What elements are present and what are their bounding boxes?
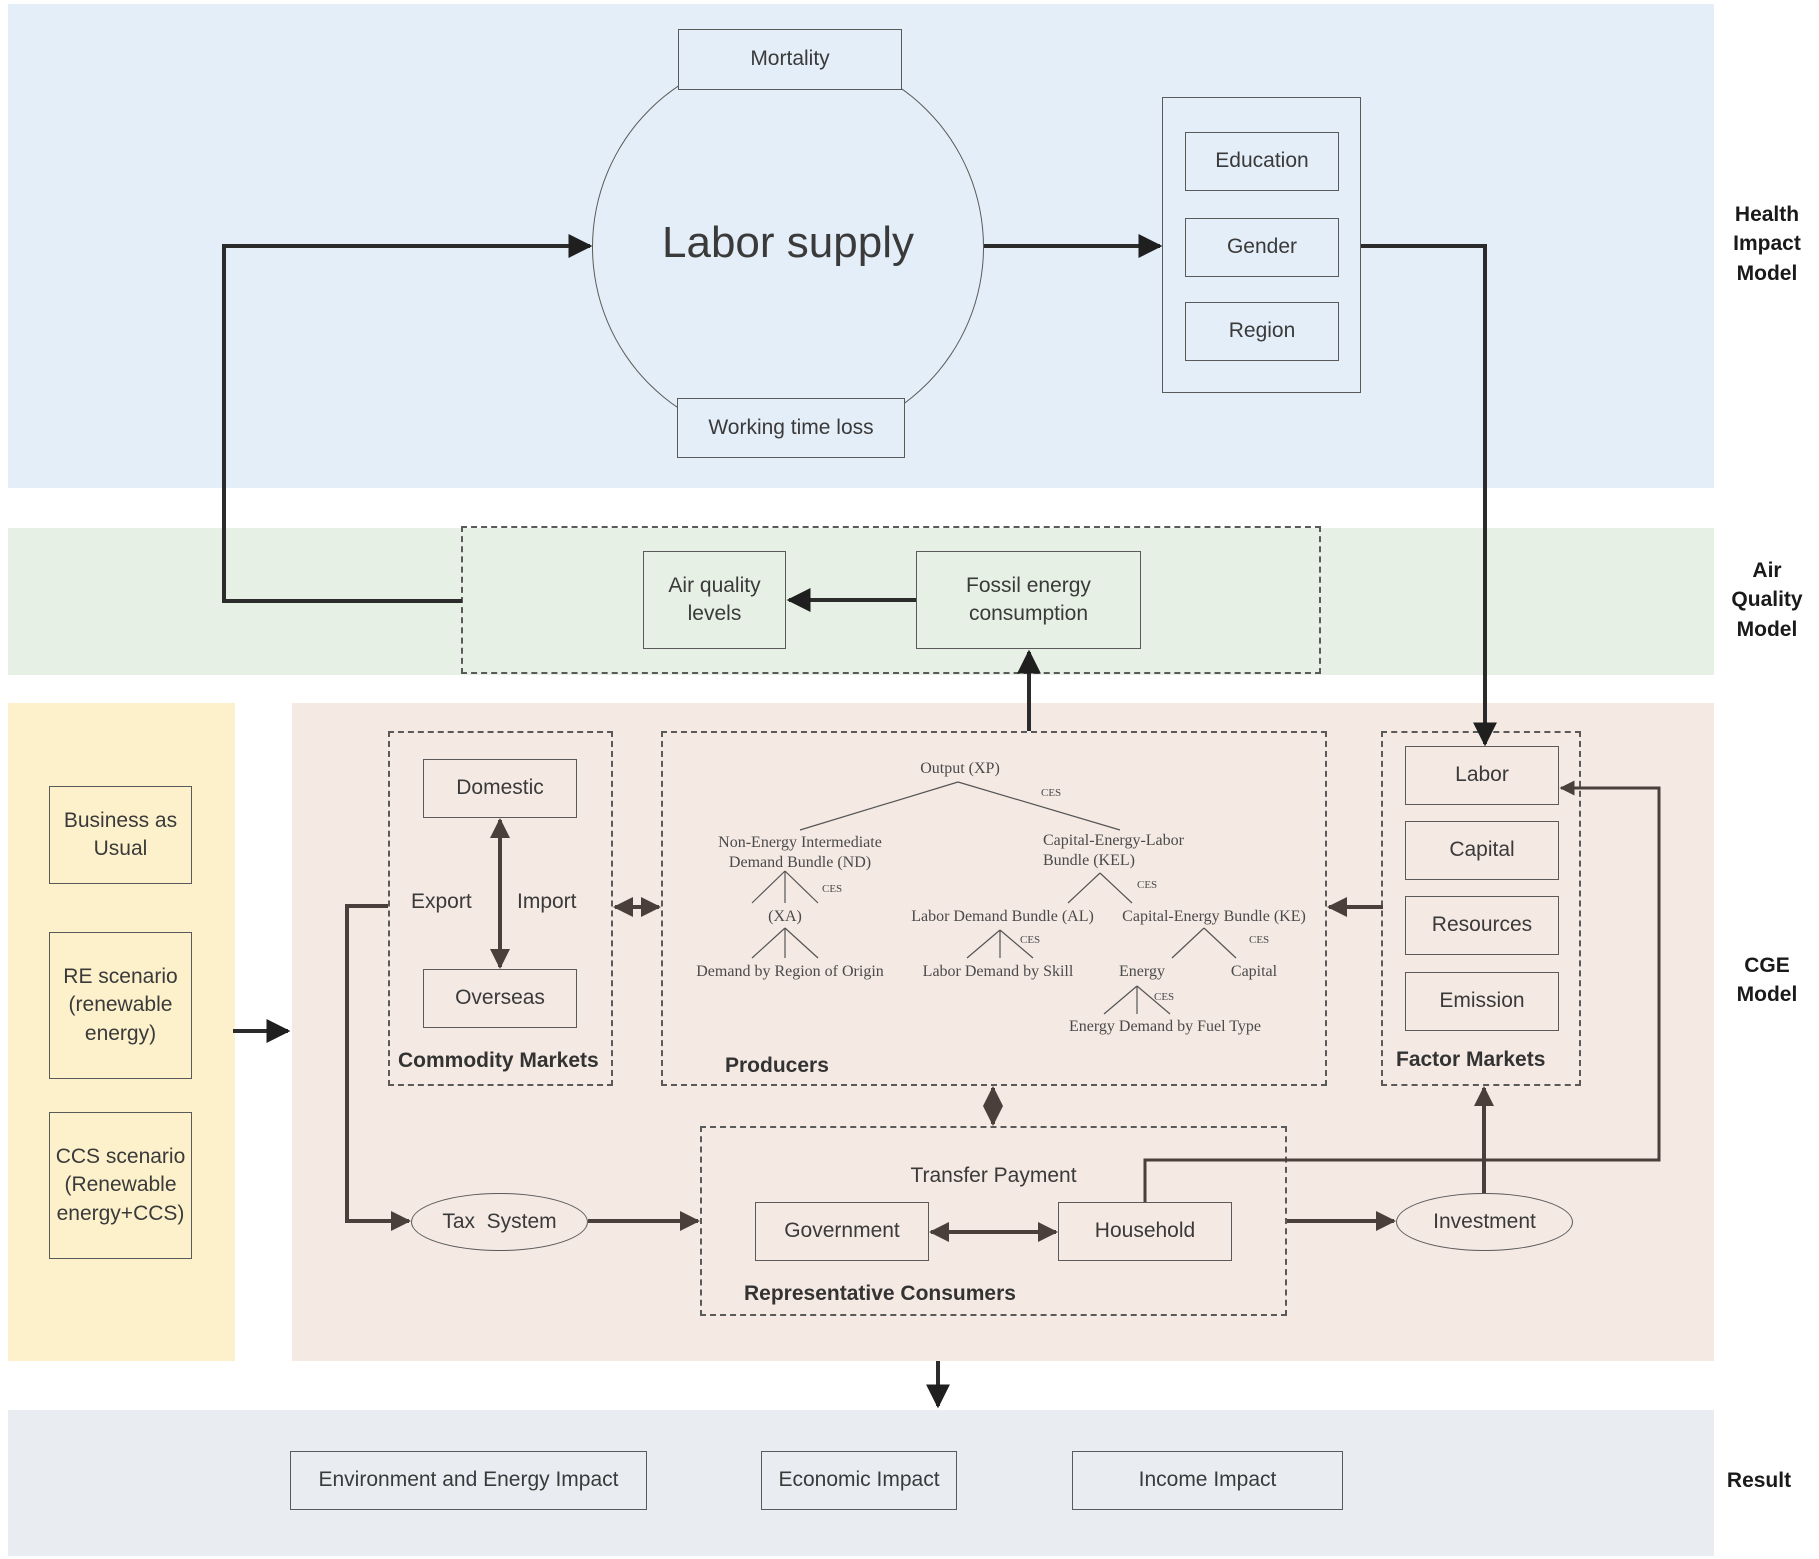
fuel-type-node: Energy Demand by Fuel Type xyxy=(1068,1018,1262,1035)
labor-supply-label: Labor supply xyxy=(662,218,914,267)
import-label: Import xyxy=(517,890,577,913)
mortality-box: Mortality xyxy=(678,29,902,90)
energy-node: Energy xyxy=(1119,963,1165,980)
government-box: Government xyxy=(755,1202,929,1261)
commodity-markets-title: Commodity Markets xyxy=(398,1049,599,1072)
result-band xyxy=(8,1410,1714,1556)
cge-band xyxy=(292,703,1714,1361)
domestic-box: Domestic xyxy=(423,759,577,818)
producer-tree-lines xyxy=(751,781,1237,1015)
labor-box: Labor xyxy=(1405,746,1559,805)
cge-model-label: CGE Model xyxy=(1736,954,1798,1007)
tax-system-oval: Tax System xyxy=(411,1193,588,1251)
producers-title: Producers xyxy=(725,1054,829,1077)
ke-node: Capital-Energy Bundle (KE) xyxy=(1122,908,1306,925)
factor-markets-title: Factor Markets xyxy=(1396,1048,1546,1071)
result-label: Result xyxy=(1726,1469,1792,1492)
resources-box: Resources xyxy=(1405,896,1559,955)
al-node: Labor Demand Bundle (AL) xyxy=(911,908,1094,925)
economic-impact-box: Economic Impact xyxy=(761,1451,957,1510)
commodity-markets-group xyxy=(388,731,613,1086)
working-time-loss-box: Working time loss xyxy=(677,398,905,458)
environment-energy-impact-box: Environment and Energy Impact xyxy=(290,1451,647,1510)
ces-label-nd: CES xyxy=(822,883,843,895)
overseas-box: Overseas xyxy=(423,969,577,1028)
ces-label-kel: CES xyxy=(1137,879,1158,891)
capital-box: Capital xyxy=(1405,821,1559,880)
emission-box: Emission xyxy=(1405,972,1559,1031)
demographics-to-labor-arrow xyxy=(1361,244,1497,747)
household-box: Household xyxy=(1058,1202,1232,1261)
education-box: Education xyxy=(1185,132,1339,191)
representative-consumers-group xyxy=(700,1126,1287,1316)
capital-node: Capital xyxy=(1230,963,1278,980)
scenario-ccs: CCS scenario (Renewable energy+CCS) xyxy=(49,1112,192,1259)
export-label: Export xyxy=(411,890,472,913)
air-quality-model-label: Air Quality Model xyxy=(1731,559,1803,641)
ces-label-ke: CES xyxy=(1249,934,1270,946)
labor-skill-node: Labor Demand by Skill xyxy=(922,963,1074,980)
export-to-tax-arrow xyxy=(345,904,411,1231)
demographics-group xyxy=(1162,97,1361,393)
ces-label-energy: CES xyxy=(1154,991,1175,1003)
income-impact-box: Income Impact xyxy=(1072,1451,1343,1510)
region-origin-node: Demand by Region of Origin xyxy=(696,963,884,980)
household-to-labor-arrow xyxy=(1143,780,1661,1202)
investment-oval: Investment xyxy=(1396,1193,1573,1251)
region-box: Region xyxy=(1185,302,1339,361)
air-quality-levels-box: Air quality levels xyxy=(643,551,786,649)
ces-label-output: CES xyxy=(1041,787,1062,799)
scenario-business-as-usual: Business as Usual xyxy=(49,786,192,884)
representative-consumers-title: Representative Consumers xyxy=(744,1282,1016,1305)
air-to-labor-supply-arrow xyxy=(222,234,593,603)
scenario-re: RE scenario (renewable energy) xyxy=(49,932,192,1079)
gender-box: Gender xyxy=(1185,218,1339,277)
kel-node: Capital-Energy-Labor Bundle (KEL) xyxy=(1043,832,1184,869)
fossil-energy-consumption-box: Fossil energy consumption xyxy=(916,551,1141,649)
ces-label-al: CES xyxy=(1020,934,1041,946)
nd-node: Non-Energy Intermediate Demand Bundle (N… xyxy=(718,834,882,871)
producers-group xyxy=(661,731,1327,1086)
transfer-payment-label: Transfer Payment xyxy=(910,1164,1077,1187)
scenario-band xyxy=(8,703,235,1361)
xa-node: (XA) xyxy=(768,908,802,925)
health-model-label: Health Impact Model xyxy=(1733,203,1801,285)
output-xp-node: Output (XP) xyxy=(920,760,1000,777)
